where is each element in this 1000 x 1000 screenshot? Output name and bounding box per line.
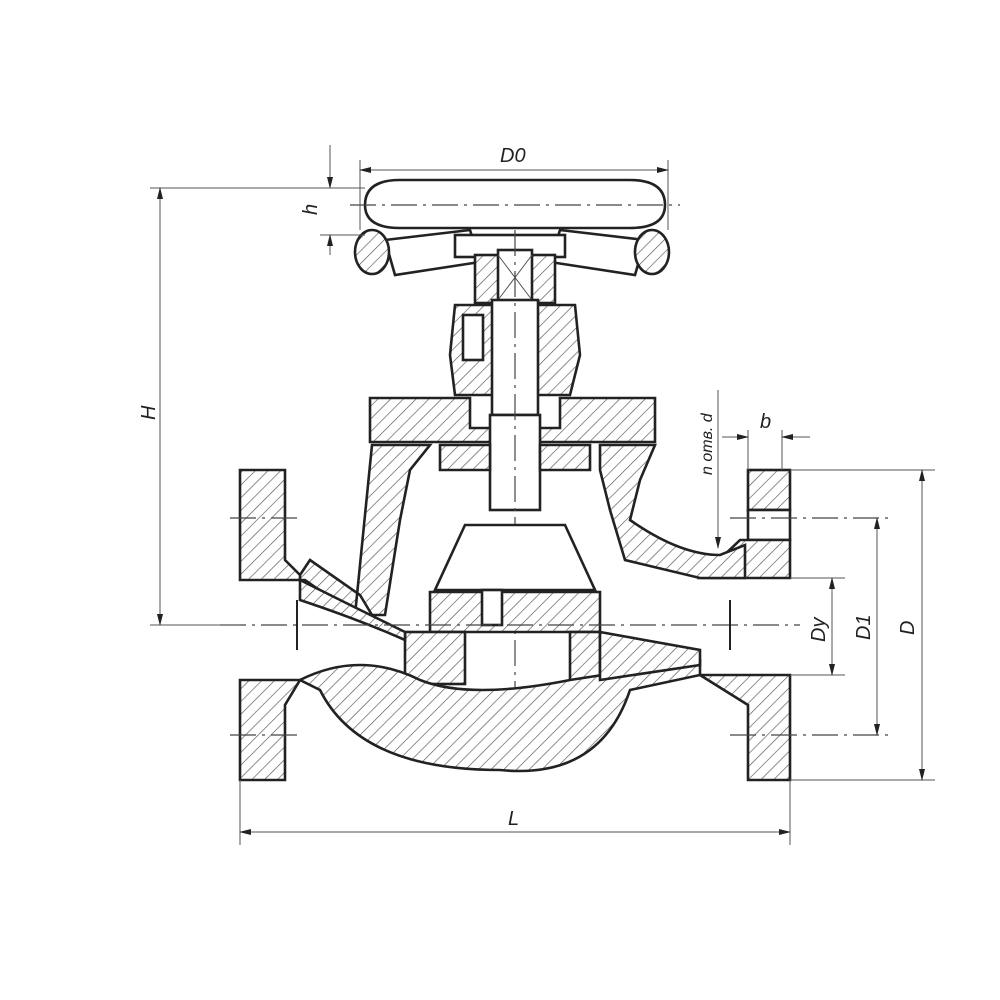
- label-nominal-bore: Dу: [808, 617, 830, 642]
- bonnet: [368, 230, 657, 690]
- label-holes: n отв. d: [699, 412, 716, 475]
- center-lines: [220, 517, 890, 736]
- valve-body: [238, 443, 792, 782]
- label-handwheel-diameter: D0: [500, 145, 526, 167]
- label-bolt-circle: D1: [853, 614, 875, 640]
- label-length: L: [508, 808, 519, 830]
- label-flange-diameter: D: [897, 621, 919, 635]
- handwheel: [350, 178, 680, 307]
- label-flange-thickness: b: [760, 411, 771, 433]
- dimension-lines: [150, 145, 935, 845]
- label-handwheel-height: h: [300, 204, 322, 215]
- label-overall-height: H: [138, 405, 160, 420]
